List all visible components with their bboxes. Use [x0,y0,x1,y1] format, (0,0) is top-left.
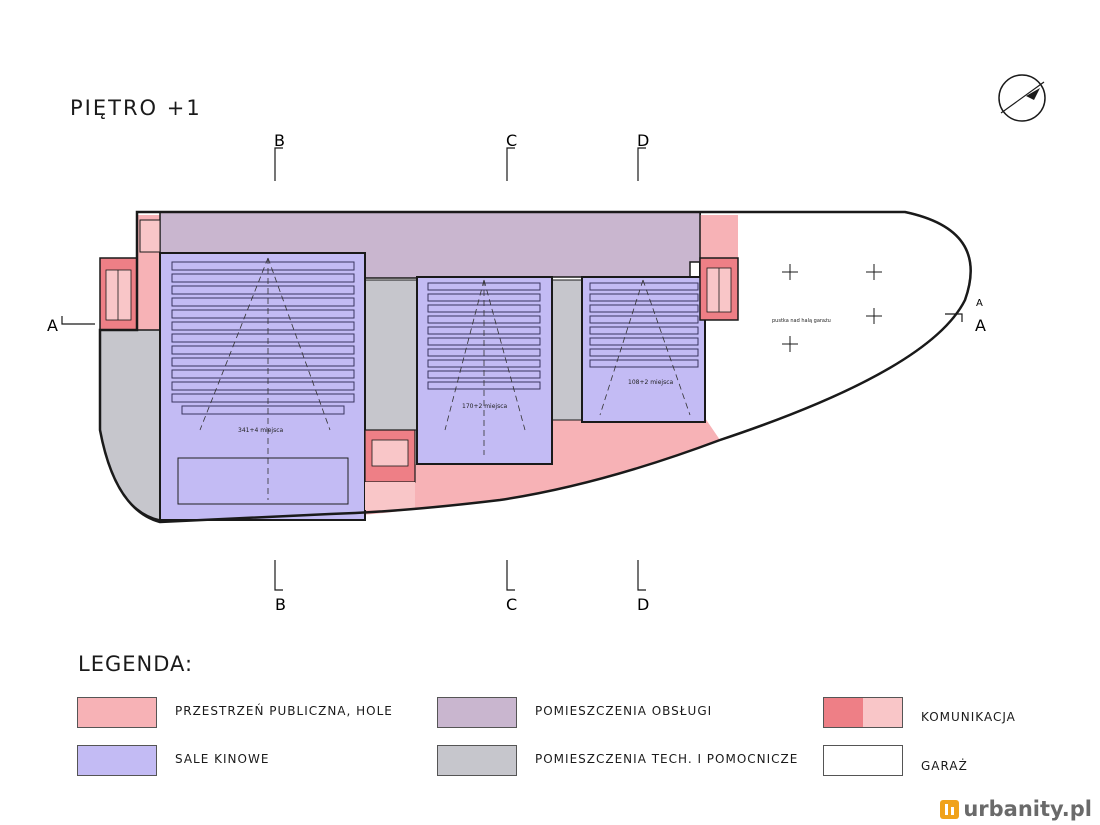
legend-label-tech: POMIESZCZENIA TECH. I POMOCNICZE [535,752,799,766]
section-label-bottom-d: D [637,595,649,614]
section-label-top-b: B [274,131,285,150]
section-label-bottom-c: C [506,595,517,614]
legend-swatch-cinema [77,745,157,776]
sightlines-hall-2 [444,279,526,455]
garage-note: pustka nad halą garażu [772,318,831,324]
floor-plan: 341+4 miejsca 170+2 miejsca 108+2 miejsc… [47,74,1046,614]
legend-label-service: POMIESZCZENIA OBSŁUGI [535,704,713,718]
section-label-bottom-b: B [275,595,286,614]
garage-markers [782,264,882,352]
staircase-right [699,257,739,321]
legend-label-garage: GARAŻ [921,759,968,773]
hall-3-seats: 108+2 miejsca [628,379,673,386]
lift-top-left [139,219,161,253]
garage-area [699,211,972,441]
tech-area-right [551,279,583,421]
public-hall-area [360,418,720,515]
plan-title: PIĘTRO +1 [70,96,202,120]
legend-swatch-public [77,697,157,728]
staircase-middle [364,429,416,510]
tech-area-left [99,329,161,521]
watermark-text: urbanity.pl [963,797,1092,821]
north-arrow-icon [998,74,1046,122]
section-label-left-a: A [47,316,58,335]
staircase-left [99,257,138,331]
sightlines-hall-3 [599,279,691,416]
legend-title: LEGENDA: [78,652,194,676]
seat-rows-hall-3 [589,282,699,368]
legend-swatch-communication [823,697,903,728]
legend-label-communication: KOMUNIKACJA [921,710,1016,724]
hall-1-seats: 341+4 miejsca [238,427,283,434]
watermark-logo: urbanity.pl [940,797,1092,821]
legend-swatch-tech [437,745,517,776]
urbanity-logo-icon [940,799,960,819]
legend-label-public: PRZESTRZEŃ PUBLICZNA, HOLE [175,704,393,718]
section-label-top-d: D [637,131,649,150]
building-outline [98,210,972,524]
section-lines [61,147,963,591]
hall-2-seats: 170+2 miejsca [462,403,507,410]
screen-area-hall-1 [177,457,349,505]
cinema-hall-1 [159,252,366,521]
sightlines-hall-1 [199,257,331,500]
legend-label-cinema: SALE KINOWE [175,752,270,766]
tech-area-mid [364,279,418,431]
section-label-right-a-small: A [976,298,983,309]
legend-swatch-garage [823,745,903,776]
section-label-top-c: C [506,131,517,150]
legend-swatch-service [437,697,517,728]
section-label-right-a: A [975,316,986,335]
public-strip-right [700,215,738,258]
